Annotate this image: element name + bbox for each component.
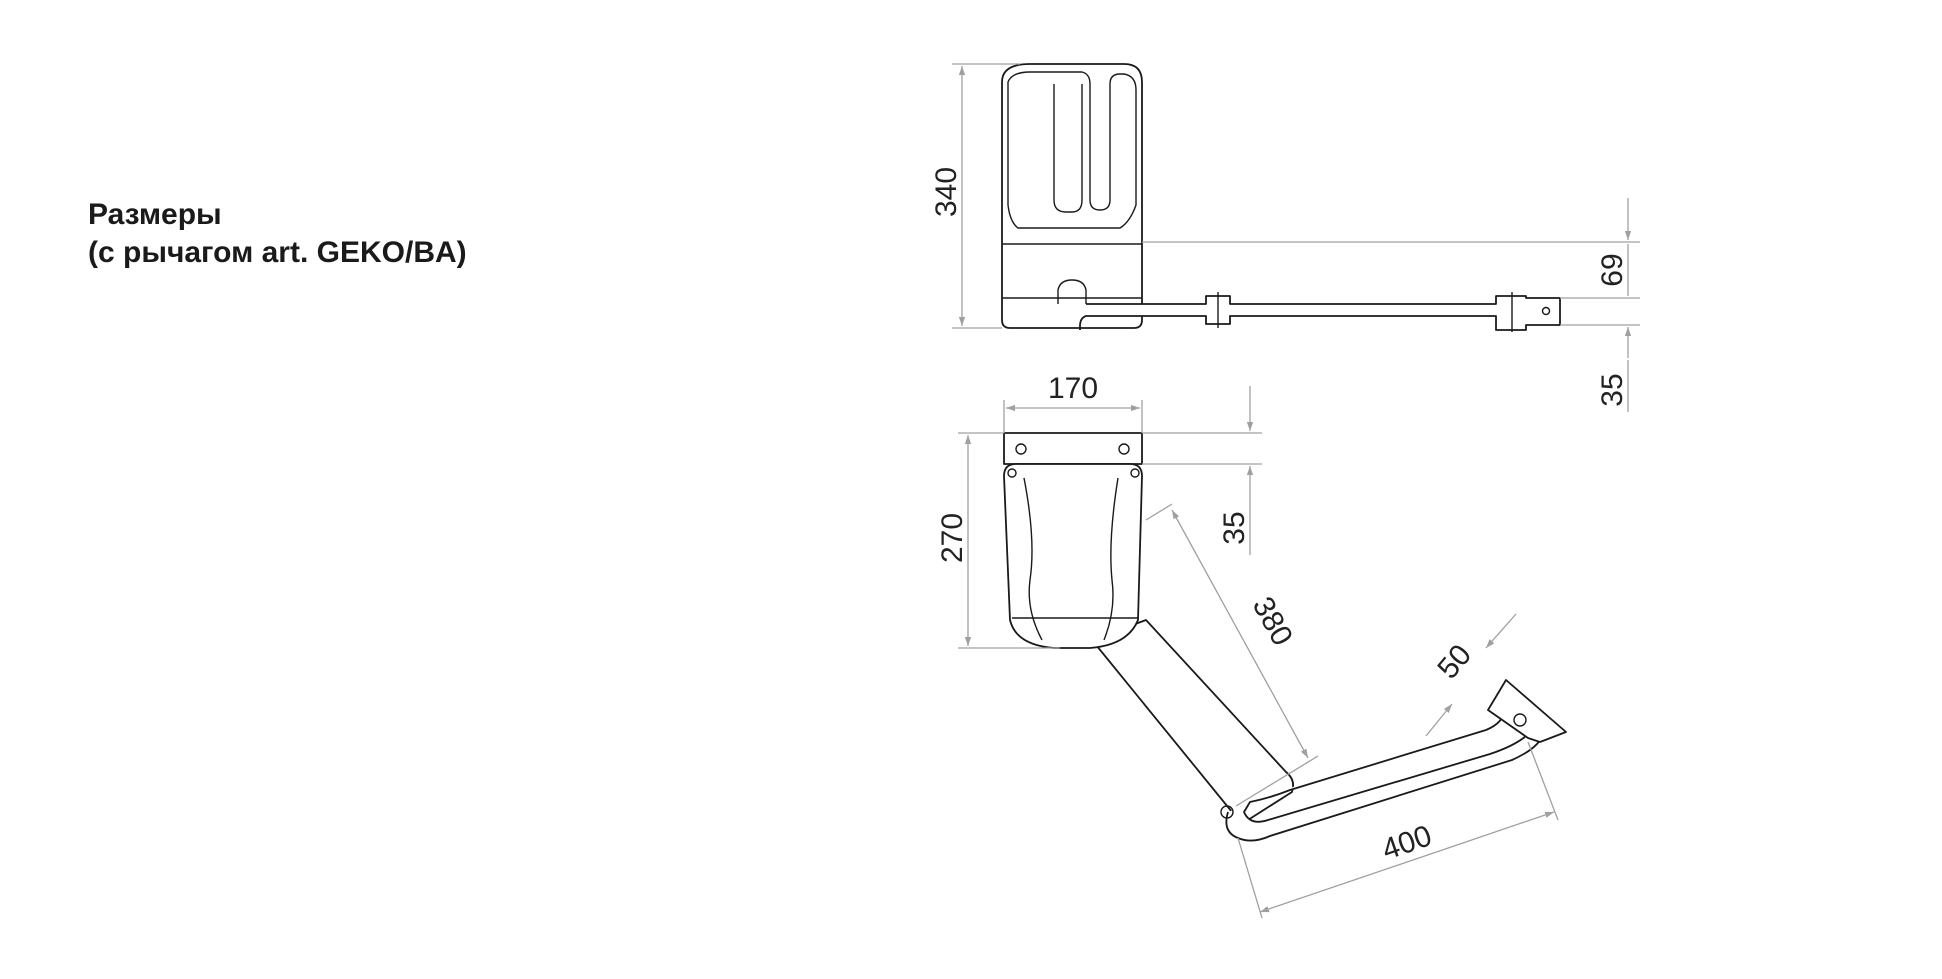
top-housing-curve-left bbox=[1023, 477, 1043, 641]
side-cover-shell bbox=[1007, 71, 1137, 229]
dim-50-label: 50 bbox=[1431, 639, 1478, 686]
top-bracket-plate bbox=[1003, 432, 1143, 465]
side-arm bbox=[1079, 295, 1561, 331]
top-lever-end-hole bbox=[1513, 713, 1527, 727]
top-bracket-screw-left bbox=[1015, 443, 1027, 455]
side-cover-groove bbox=[1053, 84, 1083, 213]
top-housing-screw-left bbox=[1007, 468, 1017, 478]
side-arm-end-hole bbox=[1541, 306, 1551, 316]
diagram-title: Размеры (с рычагом art. GEKO/BA) bbox=[88, 196, 467, 272]
top-housing-curve-right bbox=[1103, 477, 1119, 641]
dim-340-label: 340 bbox=[930, 167, 963, 217]
top-lever-bracket bbox=[1487, 679, 1567, 743]
dim-170-label: 170 bbox=[1048, 372, 1098, 405]
dim-400-label: 400 bbox=[1378, 819, 1436, 867]
dim-380-line bbox=[1171, 509, 1309, 759]
dim-69-label: 69 bbox=[1596, 253, 1629, 286]
top-bracket-screw-right bbox=[1118, 443, 1130, 455]
top-motor-housing bbox=[1003, 463, 1143, 649]
dim-35-side-label: 35 bbox=[1596, 373, 1629, 406]
top-view: 170 270 35 380 50 400 bbox=[936, 372, 1567, 919]
dim-35-top-label: 35 bbox=[1218, 511, 1251, 544]
top-arm bbox=[1091, 619, 1295, 823]
top-housing-screw-right bbox=[1130, 468, 1140, 478]
top-lever bbox=[1225, 705, 1541, 842]
dim-270-label: 270 bbox=[936, 513, 969, 563]
side-motor-housing bbox=[1001, 63, 1143, 329]
dim-400-line bbox=[1259, 811, 1555, 913]
top-arm-lever-pivot-hole bbox=[1220, 805, 1234, 819]
side-pivot-bump bbox=[1057, 279, 1087, 304]
side-view: 340 69 35 bbox=[930, 63, 1640, 412]
dim-380-label: 380 bbox=[1246, 592, 1299, 652]
title-line-1: Размеры bbox=[88, 198, 222, 231]
title-line-2: (с рычагом art. GEKO/BA) bbox=[88, 236, 467, 269]
